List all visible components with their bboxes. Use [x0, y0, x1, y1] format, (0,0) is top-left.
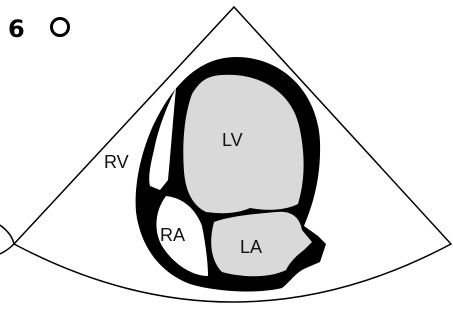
- open-circle-icon: [50, 17, 70, 37]
- label-left-atrium: LA: [240, 238, 262, 256]
- label-right-ventricle: RV: [104, 153, 129, 171]
- pulmonary-vein-notch: [296, 257, 312, 267]
- label-right-atrium: RA: [160, 226, 185, 244]
- adjacent-sector-arc: [0, 225, 14, 254]
- panel-number: 6: [8, 17, 25, 41]
- label-left-ventricle: LV: [222, 131, 243, 149]
